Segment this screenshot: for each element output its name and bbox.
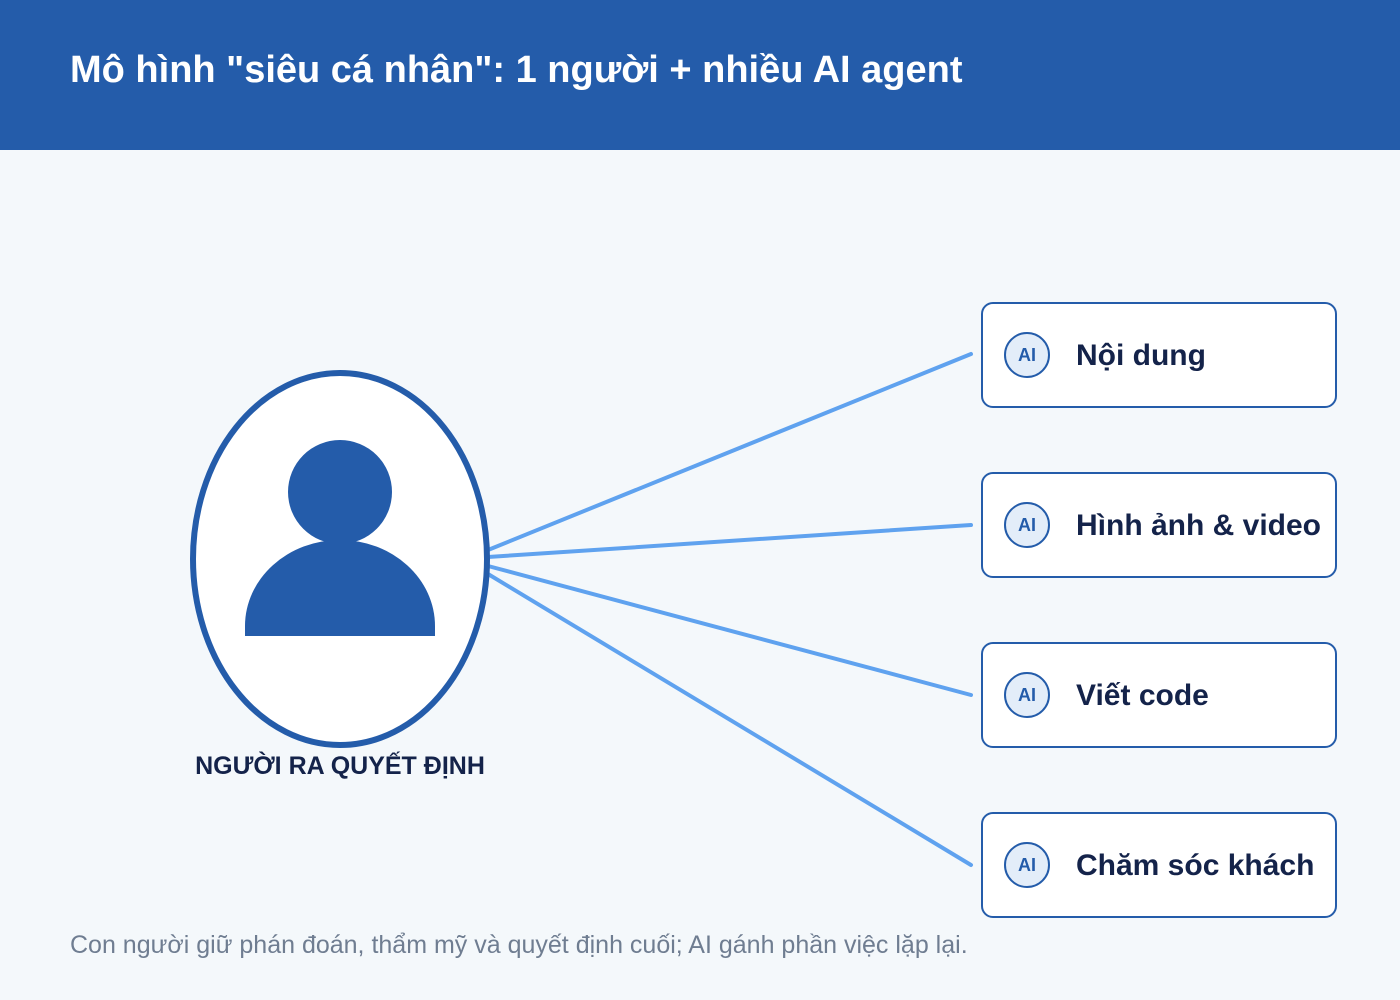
person-caption: NGƯỜI RA QUYẾT ĐỊNH (195, 752, 485, 780)
agent-card-support: AI Chăm sóc khách (981, 812, 1337, 918)
agent-card-media: AI Hình ảnh & video (981, 472, 1337, 578)
agent-label: Nội dung (1076, 339, 1206, 372)
user-icon (245, 440, 435, 636)
agent-label: Viết code (1076, 679, 1209, 712)
page-title: Mô hình "siêu cá nhân": 1 người + nhiều … (70, 49, 963, 91)
agent-card-code: AI Viết code (981, 642, 1337, 748)
agent-label: Chăm sóc khách (1076, 849, 1315, 882)
connector-line-content (486, 352, 973, 552)
connector-line-media (486, 523, 973, 559)
footnote: Con người giữ phán đoán, thẩm mỹ và quyế… (70, 931, 968, 959)
person-node (190, 370, 490, 748)
ai-badge-icon: AI (1004, 332, 1050, 378)
ai-badge-icon: AI (1004, 672, 1050, 718)
agent-card-content: AI Nội dung (981, 302, 1337, 408)
header-bar: Mô hình "siêu cá nhân": 1 người + nhiều … (0, 0, 1400, 150)
connector-line-support (486, 572, 973, 867)
ai-badge-icon: AI (1004, 502, 1050, 548)
agent-label: Hình ảnh & video (1076, 509, 1322, 542)
connector-line-code (486, 564, 973, 697)
ai-badge-icon: AI (1004, 842, 1050, 888)
connector-lines (486, 352, 973, 867)
